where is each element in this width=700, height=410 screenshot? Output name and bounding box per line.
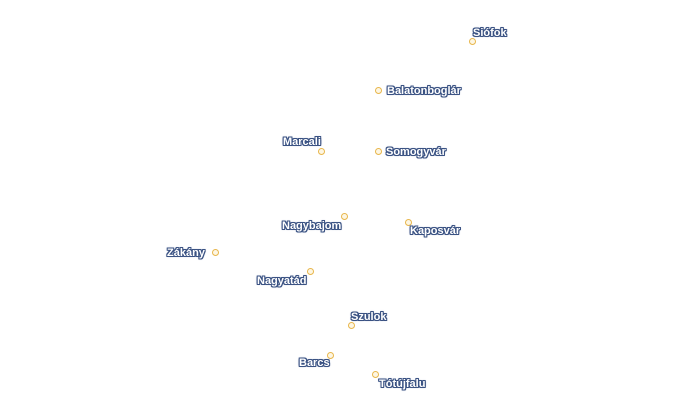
place-label: Szulok: [351, 311, 387, 323]
city-marker-icon: [212, 249, 219, 256]
city-marker-icon: [372, 371, 379, 378]
city-marker-icon: [307, 268, 314, 275]
city-marker-icon: [375, 87, 382, 94]
place-label: Siófok: [473, 27, 507, 39]
place-label: Zákány: [167, 247, 205, 259]
place-label: Tótújfalu: [379, 378, 426, 390]
place-label: Nagybajom: [282, 220, 342, 232]
city-marker-icon: [469, 38, 476, 45]
city-marker-icon: [348, 322, 355, 329]
city-marker-icon: [405, 219, 412, 226]
place-label: Marcali: [283, 136, 321, 148]
city-marker-icon: [375, 148, 382, 155]
place-label: Balatonboglár: [387, 85, 461, 97]
city-marker-icon: [327, 352, 334, 359]
city-marker-icon: [341, 213, 348, 220]
city-marker-icon: [318, 148, 325, 155]
place-label: Kaposvár: [410, 225, 461, 237]
place-label: Nagyatád: [257, 275, 307, 287]
place-label: Somogyvár: [386, 146, 446, 158]
place-label: Barcs: [299, 357, 330, 369]
